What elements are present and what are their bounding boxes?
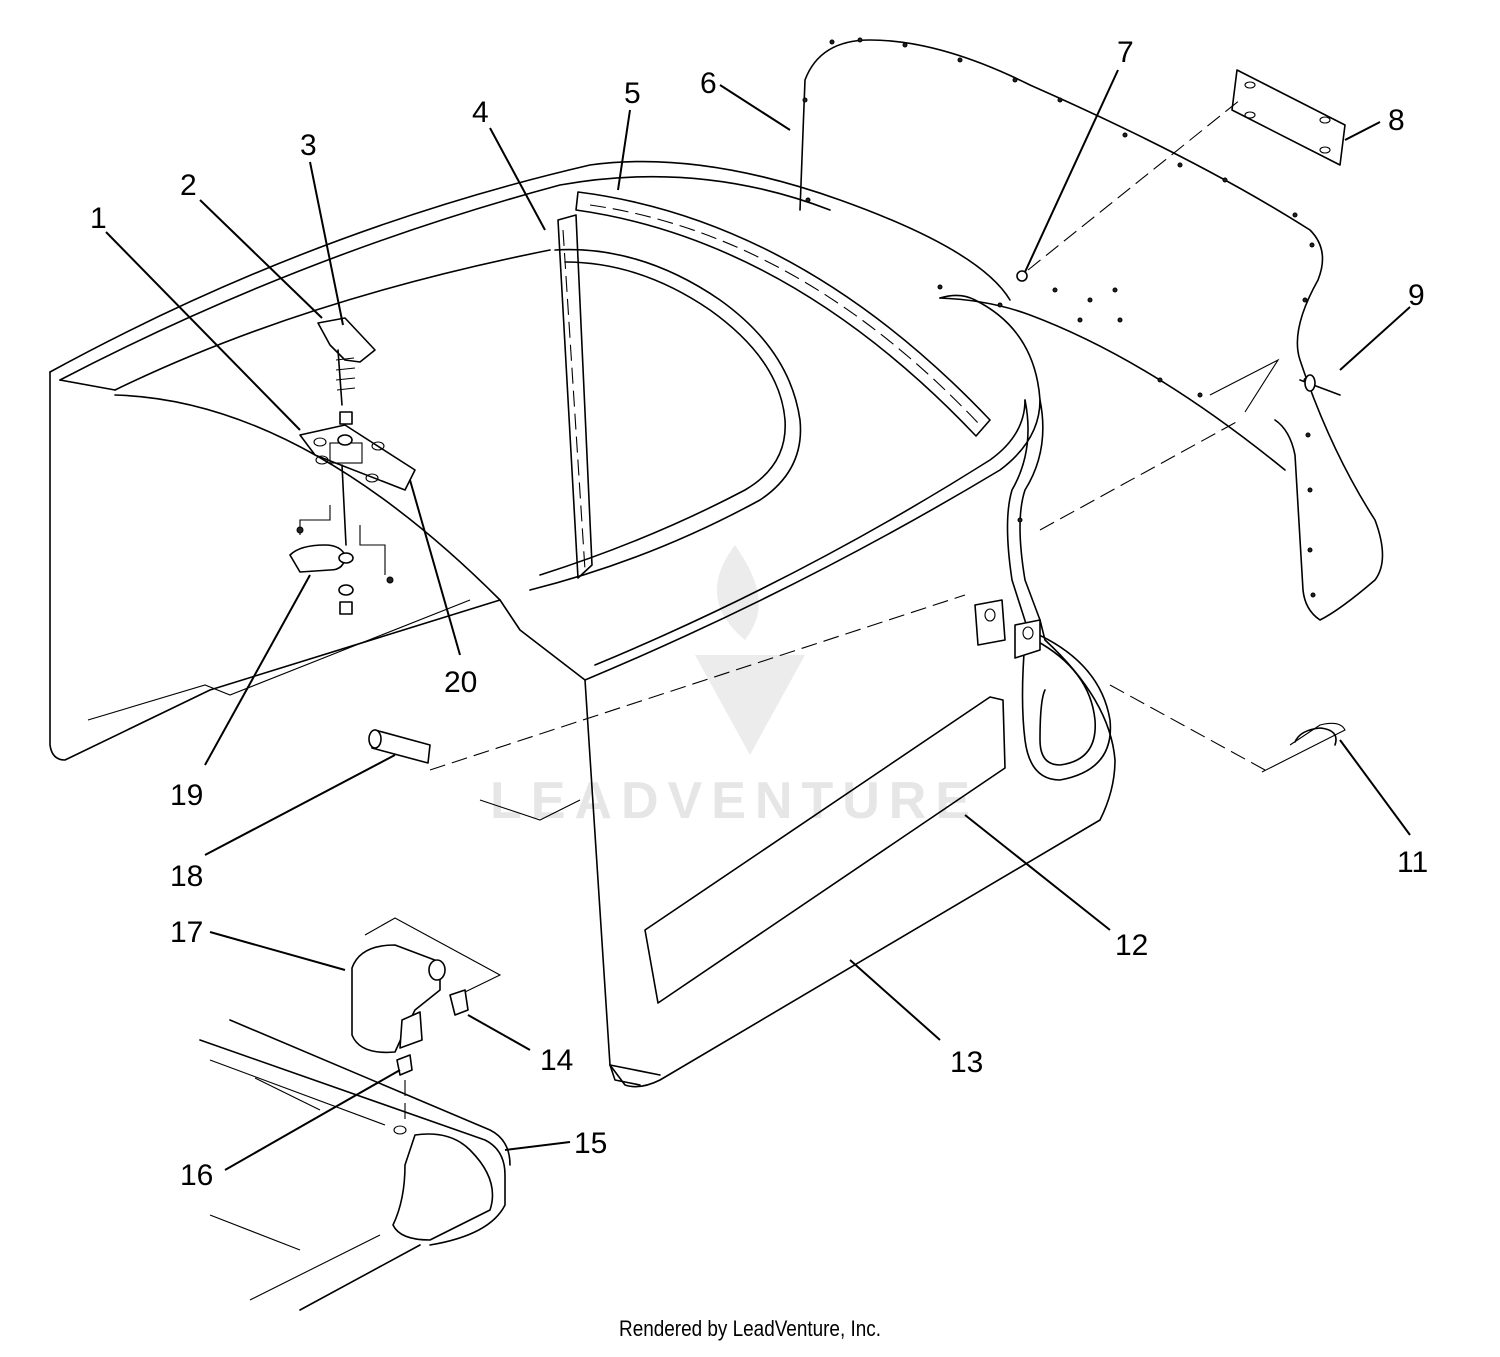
callout-11: 11 — [1397, 846, 1428, 879]
callout-7: 7 — [1117, 36, 1134, 69]
hood-body — [49, 160, 1116, 1088]
latch-assembly — [289, 317, 416, 615]
callout-13: 13 — [950, 1046, 983, 1079]
leadventure-watermark: LEADVENTURE — [490, 545, 979, 830]
callout-12: 12 — [1115, 929, 1148, 962]
watermark-text: LEADVENTURE — [490, 772, 979, 830]
hinge-bracket — [974, 599, 1041, 659]
leader-6 — [719, 84, 791, 131]
top-seal-strip — [575, 191, 991, 437]
callout-18: 18 — [170, 860, 203, 893]
callout-labels: 1 2 3 4 5 6 7 8 9 11 12 13 14 15 16 17 1… — [90, 36, 1428, 1192]
hair-clip — [1109, 684, 1346, 773]
pivot-pin — [1039, 358, 1341, 531]
leader-8 — [1344, 121, 1381, 141]
leader-lines — [105, 69, 1411, 1171]
leader-14 — [467, 1014, 531, 1051]
assembly-centerline — [429, 594, 966, 821]
callout-17: 17 — [170, 916, 203, 949]
bolt-nut — [1016, 99, 1241, 282]
leader-11 — [1339, 739, 1411, 836]
vertical-seal — [557, 214, 593, 579]
render-credit: Rendered by LeadVenture, Inc. — [619, 1316, 881, 1341]
leader-7 — [1024, 69, 1119, 273]
callout-16: 16 — [180, 1159, 213, 1192]
leader-12 — [964, 814, 1111, 931]
callout-15: 15 — [574, 1127, 607, 1160]
leader-4 — [489, 127, 546, 231]
bracket-plate — [1231, 69, 1346, 166]
leader-15 — [504, 1141, 571, 1151]
leader-13 — [849, 959, 941, 1041]
callout-5: 5 — [624, 77, 641, 110]
leader-5 — [617, 109, 631, 191]
callout-8: 8 — [1388, 104, 1405, 137]
leader-17 — [209, 931, 346, 971]
leader-18 — [204, 754, 396, 856]
leader-1 — [105, 231, 301, 431]
callout-19: 19 — [170, 779, 203, 812]
callout-4: 4 — [472, 96, 489, 129]
hinge-mount — [351, 917, 502, 1125]
callout-20: 20 — [444, 666, 477, 699]
leader-2 — [199, 199, 323, 319]
leader-19 — [204, 574, 311, 766]
callout-9: 9 — [1408, 279, 1425, 312]
leader-20 — [409, 479, 461, 656]
flame-mark — [716, 545, 759, 640]
callout-14: 14 — [540, 1044, 573, 1077]
frame-rail — [199, 1019, 511, 1311]
callout-1: 1 — [90, 202, 107, 235]
callout-2: 2 — [180, 169, 197, 202]
side-decal-panel — [644, 696, 1006, 1004]
leader-9 — [1339, 306, 1411, 371]
leader-3 — [309, 161, 344, 326]
callout-3: 3 — [300, 129, 317, 162]
hinge-pin — [368, 729, 431, 764]
leader-16 — [224, 1069, 401, 1171]
callout-6: 6 — [700, 67, 717, 100]
v-mark — [695, 655, 805, 755]
